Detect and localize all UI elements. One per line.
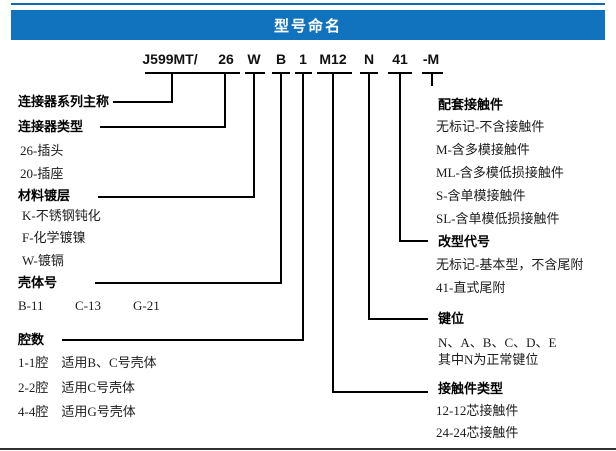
label-series-name: 连接器系列主称 xyxy=(18,94,110,109)
part-code-segment-cavity: 1 xyxy=(299,51,307,67)
label-plating: 材料镀层 xyxy=(18,188,71,203)
item-shell-b: B-11 xyxy=(18,298,44,313)
part-code-segment-shell: B xyxy=(275,51,287,67)
bottom-rule xyxy=(0,448,616,450)
label-mating-contacts: 配套接触件 xyxy=(438,97,504,112)
part-code-segment-plating: W xyxy=(247,51,261,67)
part-code-segment-type: 26 xyxy=(218,51,234,67)
item-plating-w: W-镀镉 xyxy=(22,253,64,268)
part-code-segment-key: N xyxy=(363,51,375,67)
part-code-segment-mating: -M xyxy=(422,51,440,67)
item-variant-none: 无标记-基本型，不含尾附 xyxy=(436,257,584,272)
item-mating-ml: ML-含多模低损接触件 xyxy=(436,165,564,180)
item-cavity-1: 1-1腔 适用B、C号壳体 xyxy=(18,355,157,370)
part-code-segment-variant: 41 xyxy=(392,51,408,67)
item-cavity-4: 4-4腔 适用G号壳体 xyxy=(18,404,136,419)
part-number-row: J599MT/ 26 W B 1 M12 N 41 -M xyxy=(0,51,616,69)
item-variant-41: 41-直式尾附 xyxy=(436,280,506,295)
part-code-segment-contact: M12 xyxy=(319,51,347,67)
item-key-options: N、A、B、C、D、E xyxy=(438,335,557,350)
label-contact-type: 接触件类型 xyxy=(438,381,504,396)
section-title: 型号命名 xyxy=(273,17,342,35)
section-header-bar: 型号命名 xyxy=(11,10,605,40)
label-cavity-count: 腔数 xyxy=(18,332,45,347)
item-mating-none: 无标记-不含接触件 xyxy=(436,119,545,134)
item-shell-c: C-13 xyxy=(75,298,101,313)
item-shell-g: G-21 xyxy=(133,298,160,313)
item-plating-k: K-不锈钢钝化 xyxy=(22,208,101,223)
item-mating-m: M-含多模接触件 xyxy=(436,142,530,157)
label-shell-number: 壳体号 xyxy=(18,275,58,290)
item-contact-12: 12-12芯接触件 xyxy=(436,403,519,418)
item-type-socket: 20-插座 xyxy=(20,166,64,181)
item-mating-sl: SL-含单模低损接触件 xyxy=(436,211,560,226)
top-rule xyxy=(11,3,605,5)
item-contact-24: 24-24芯接触件 xyxy=(436,425,519,440)
item-cavity-2: 2-2腔 适用C号壳体 xyxy=(18,380,136,395)
part-code-segment-series: J599MT/ xyxy=(142,51,198,67)
item-mating-s: S-含单模接触件 xyxy=(436,188,526,203)
item-type-plug: 26-插头 xyxy=(20,143,64,158)
label-variant-code: 改型代号 xyxy=(438,234,491,249)
label-connector-type: 连接器类型 xyxy=(18,119,84,134)
item-plating-f: F-化学镀镍 xyxy=(22,230,86,245)
label-key-position: 键位 xyxy=(438,311,465,326)
item-key-note: 其中N为正常键位 xyxy=(438,352,539,367)
